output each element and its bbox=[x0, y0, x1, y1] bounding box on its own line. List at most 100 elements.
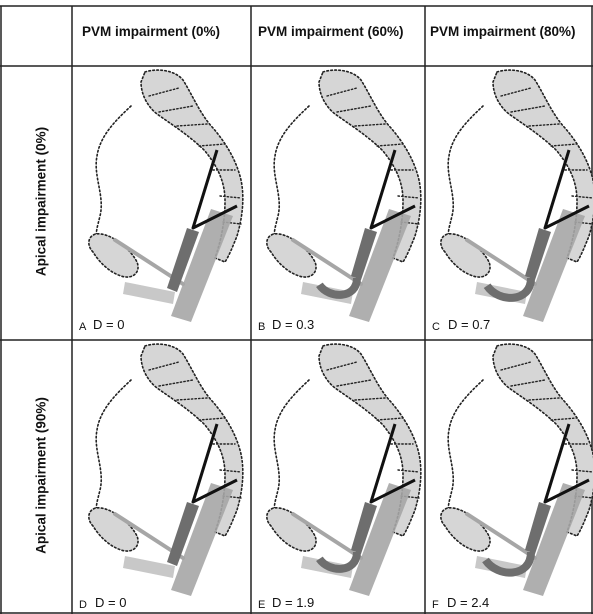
sacrum-segment-line bbox=[500, 87, 532, 97]
perineal-body bbox=[266, 507, 317, 552]
uterosacral-ligament bbox=[543, 423, 590, 504]
anterior-wall-outline bbox=[447, 105, 484, 245]
panel-letter-f: F bbox=[432, 599, 439, 611]
anterior-wall-outline bbox=[273, 379, 310, 519]
sacrum-segment-line bbox=[397, 469, 420, 473]
sacrum-segment-line bbox=[528, 123, 560, 127]
sacrum-segment-line bbox=[376, 417, 404, 421]
sacrum-segment-line bbox=[198, 143, 226, 147]
sacrum-segment-line bbox=[148, 87, 180, 97]
sacrum-segment-line bbox=[158, 105, 194, 113]
pubic-line bbox=[465, 512, 537, 560]
perineal-body bbox=[88, 507, 139, 552]
vagina-bar bbox=[351, 502, 377, 554]
panel-d-value-e: D = 1.9 bbox=[272, 595, 315, 610]
sacrum-segment-line bbox=[354, 123, 386, 127]
panel-d-value-a: D = 0 bbox=[93, 317, 125, 332]
pubic-line bbox=[291, 238, 363, 286]
panel-e bbox=[266, 343, 422, 596]
column-header-pvm-60: PVM impairment (60%) bbox=[258, 24, 404, 39]
levator-plate-band bbox=[171, 483, 233, 596]
perineal-body bbox=[266, 233, 317, 278]
sacrum-segment-line bbox=[397, 195, 420, 199]
panel-d bbox=[88, 343, 244, 596]
perineal-body bbox=[440, 507, 491, 552]
sacrum-segment-line bbox=[500, 361, 532, 371]
sacrum-segment-line bbox=[550, 417, 578, 421]
sacrum-segment-line bbox=[176, 397, 208, 401]
panel-a bbox=[88, 69, 244, 322]
panel-c bbox=[440, 69, 593, 322]
panel-d-value-b: D = 0.3 bbox=[272, 317, 315, 332]
vagina-bar bbox=[525, 502, 551, 554]
vagina-bar bbox=[351, 228, 377, 280]
panel-d-value-d: D = 0 bbox=[95, 595, 127, 610]
sacrum-segment-line bbox=[550, 143, 578, 147]
vagina-hook bbox=[483, 277, 535, 302]
vagina-bar bbox=[167, 502, 199, 566]
panel-letter-e: E bbox=[258, 599, 266, 611]
sacrum-organ bbox=[318, 69, 422, 263]
sacrum-segment-line bbox=[326, 361, 358, 371]
panel-b bbox=[266, 69, 422, 322]
sacrum-organ bbox=[318, 343, 422, 537]
panel-letter-a: A bbox=[79, 321, 87, 333]
uterosacral-ligament bbox=[191, 149, 238, 230]
vagina-bar bbox=[167, 228, 199, 292]
pubic-line bbox=[291, 512, 363, 560]
sacrum-segment-line bbox=[528, 397, 560, 401]
panel-f bbox=[440, 343, 593, 596]
panel-d-value-f: D = 2.4 bbox=[447, 595, 490, 610]
sacrum-organ bbox=[140, 69, 244, 263]
vagina-hook bbox=[316, 551, 361, 573]
sacrum-organ bbox=[492, 343, 593, 537]
uterosacral-ligament bbox=[369, 423, 416, 504]
anterior-wall-outline bbox=[273, 105, 310, 245]
uterosacral-ligament bbox=[543, 149, 590, 230]
sacrum-segment-line bbox=[219, 195, 242, 199]
sacrum-segment-line bbox=[326, 87, 358, 97]
urethra-pale-bar bbox=[123, 556, 175, 578]
anterior-wall-outline bbox=[95, 379, 132, 519]
uterosacral-ligament bbox=[369, 149, 416, 230]
pubic-line bbox=[465, 238, 537, 286]
levator-plate-band bbox=[349, 483, 411, 596]
panel-letter-b: B bbox=[258, 321, 266, 333]
vagina-hook bbox=[482, 551, 535, 577]
sacrum-segment-line bbox=[176, 123, 208, 127]
sacrum-segment-line bbox=[354, 397, 386, 401]
panel-letter-c: C bbox=[432, 321, 440, 333]
column-header-pvm-80: PVM impairment (80%) bbox=[430, 24, 576, 39]
sacrum-segment-line bbox=[571, 195, 593, 199]
sacrum-segment-line bbox=[376, 143, 404, 147]
levator-plate-band bbox=[349, 209, 411, 322]
vagina-bar bbox=[525, 228, 551, 280]
panel-d-value-c: D = 0.7 bbox=[448, 317, 491, 332]
sacrum-segment-line bbox=[219, 469, 242, 473]
anterior-wall-outline bbox=[447, 379, 484, 519]
column-header-pvm-0: PVM impairment (0%) bbox=[82, 24, 221, 39]
sacrum-segment-line bbox=[510, 379, 546, 387]
vagina-hook bbox=[316, 277, 361, 299]
urethra-pale-bar bbox=[123, 282, 175, 304]
sacrum-organ bbox=[140, 343, 244, 537]
row-label-apical-90: Apical impairment (90%) bbox=[33, 397, 49, 554]
uterosacral-ligament bbox=[191, 423, 238, 504]
perineal-body bbox=[88, 233, 139, 278]
sacrum-organ bbox=[492, 69, 593, 263]
row-label-apical-0: Apical impairment (0%) bbox=[33, 126, 49, 277]
levator-plate-band bbox=[523, 209, 585, 322]
sacrum-segment-line bbox=[148, 361, 180, 371]
sacrum-segment-line bbox=[510, 105, 546, 113]
sacrum-segment-line bbox=[158, 379, 194, 387]
sacrum-segment-line bbox=[336, 379, 372, 387]
sacrum-segment-line bbox=[198, 417, 226, 421]
levator-plate-band bbox=[171, 209, 233, 322]
sacrum-segment-line bbox=[336, 105, 372, 113]
levator-plate-band bbox=[523, 483, 585, 596]
panel-letter-d: D bbox=[79, 599, 87, 611]
perineal-body bbox=[440, 233, 491, 278]
